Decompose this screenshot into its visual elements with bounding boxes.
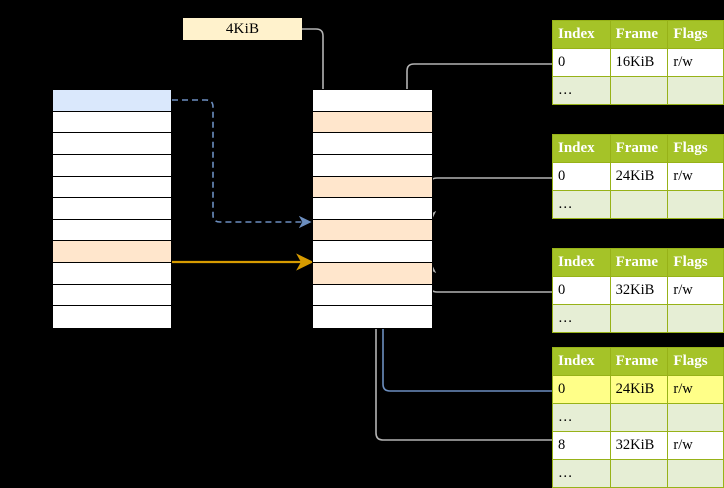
- page-table-4-cell-flags: r/w: [667, 431, 724, 460]
- connector-pt3-to-mem: [423, 260, 552, 293]
- page-table-1-cell-index: 0: [552, 48, 611, 77]
- physical-memory-row-2: [313, 111, 432, 134]
- page-table-4-cell-index: …: [552, 403, 611, 432]
- physical-memory-row-8: [313, 241, 432, 263]
- page-table-2-cell-frame: 24KiB: [609, 162, 669, 191]
- virtual-memory-row-2: [53, 111, 171, 134]
- virtual-memory-row-10: [53, 284, 171, 307]
- virtual-memory-row-3: [53, 133, 171, 155]
- virtual-memory-column: [52, 89, 172, 329]
- physical-memory-row-1: [313, 90, 432, 112]
- page-table-4-cell-flags: r/w: [667, 375, 724, 404]
- page-table-2-cell-frame: [609, 190, 669, 219]
- virtual-memory-row-11: [53, 306, 171, 328]
- page-table-2-cell-index: …: [552, 190, 611, 219]
- page-table-4-cell-index: 8: [552, 431, 611, 460]
- page-table-4-cell-frame: 32KiB: [609, 431, 669, 460]
- page-table-3-cell-frame: [609, 304, 669, 333]
- virtual-memory-row-5: [53, 176, 171, 199]
- page-table-2-cell-flags: r/w: [667, 162, 724, 191]
- page-table-4-row: …: [552, 403, 724, 432]
- page-table-3-cell-index: …: [552, 304, 611, 333]
- physical-memory-row-9: [313, 263, 432, 285]
- page-table-4-row: …: [552, 459, 724, 488]
- page-table-4-cell-index: 0: [552, 375, 611, 404]
- virtual-memory-row-6: [53, 198, 171, 220]
- page-table-3-row: …: [552, 304, 724, 333]
- page-table-1-cell-frame: 16KiB: [609, 48, 669, 77]
- physical-memory-column: [312, 89, 433, 329]
- page-table-4-cell-flags: [667, 459, 724, 488]
- page-table-1-cell-frame: [609, 76, 669, 105]
- page-table-1-cell-flags: [667, 76, 724, 105]
- page-table-3-header-frame: Frame: [609, 248, 669, 277]
- page-table-1-row: …: [552, 76, 724, 105]
- page-table-1-header-frame: Frame: [609, 20, 669, 49]
- physical-memory-row-11: [313, 306, 432, 328]
- physical-memory-row-3: [313, 133, 432, 155]
- page-table-3-header-index: Index: [552, 248, 611, 277]
- page-table-1-cell-index: …: [552, 76, 611, 105]
- page-table-4-cell-index: …: [552, 459, 611, 488]
- page-table-1-header-flags: Flags: [667, 20, 724, 49]
- page-table-2-header-flags: Flags: [667, 134, 724, 163]
- page-table-3-cell-flags: [667, 304, 724, 333]
- physical-memory-row-7: [313, 219, 432, 242]
- page-table-1-cell-flags: r/w: [667, 48, 724, 77]
- virtual-memory-row-9: [53, 263, 171, 285]
- page-table-1-header-index: Index: [552, 20, 611, 49]
- page-table-2-cell-flags: [667, 190, 724, 219]
- page-table-4-header-flags: Flags: [667, 347, 724, 376]
- physical-memory-row-4: [313, 154, 432, 177]
- virtual-memory-row-7: [53, 219, 171, 242]
- connector-pt2-to-mem: [423, 177, 552, 224]
- page-table-4-cell-frame: [609, 459, 669, 488]
- page-table-3-cell-frame: 32KiB: [609, 276, 669, 305]
- physical-memory-row-6: [313, 198, 432, 220]
- virtual-memory-row-4: [53, 154, 171, 177]
- connector-left-row1-dashed: [172, 99, 312, 229]
- physical-memory-row-5: [313, 176, 432, 199]
- page-table-3-cell-flags: r/w: [667, 276, 724, 305]
- page-table-4-cell-frame: [609, 403, 669, 432]
- page-table-4-header-index: Index: [552, 347, 611, 376]
- page-table-2-header-frame: Frame: [609, 134, 669, 163]
- page-table-2-row: …: [552, 190, 724, 219]
- virtual-memory-row-1: [53, 90, 171, 112]
- page-table-4-cell-frame: 24KiB: [609, 375, 669, 404]
- page-table-2-cell-index: 0: [552, 162, 611, 191]
- page-table-2-header-index: Index: [552, 134, 611, 163]
- page-table-3-cell-index: 0: [552, 276, 611, 305]
- page-table-4-header-frame: Frame: [609, 347, 669, 376]
- size-label-4kib: 4KiB: [183, 18, 302, 40]
- page-table-4-cell-flags: [667, 403, 724, 432]
- physical-memory-row-10: [313, 284, 432, 307]
- page-table-3-header-flags: Flags: [667, 248, 724, 277]
- virtual-memory-row-8: [53, 241, 171, 263]
